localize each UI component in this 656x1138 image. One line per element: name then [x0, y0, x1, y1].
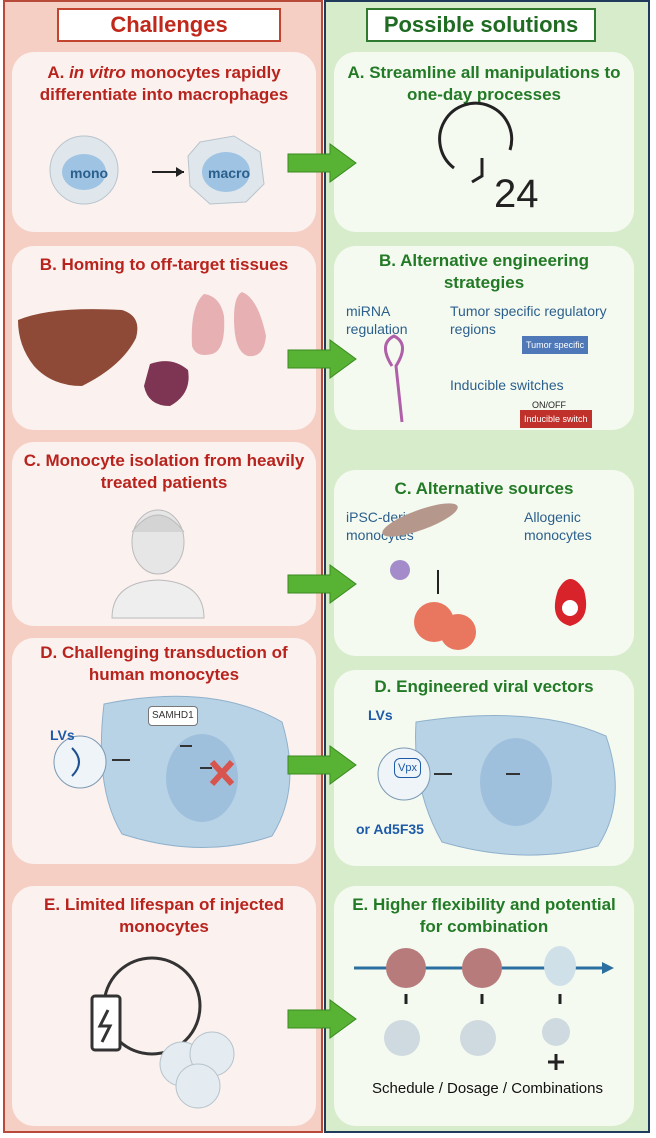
challenge-card-c: C. Monocyte isolation from heavily treat… [12, 442, 316, 626]
challenges-header: Challenges [57, 8, 281, 42]
onoff-label: ON/OFF [532, 400, 566, 410]
challenge-card-b: B. Homing to off-target tissues [12, 246, 316, 430]
organs-illustration [18, 292, 266, 406]
clock-24-icon [438, 101, 514, 184]
challenge-d-title: D. Challenging transduction of human mon… [40, 643, 288, 684]
challenge-b-title: B. Homing to off-target tissues [39, 255, 289, 274]
schedule-dosage-combinations-label: Schedule / Dosage / Combinations [372, 1080, 603, 1097]
challenge-a-title: A. in vitro monocytes rapidly differenti… [39, 63, 289, 104]
solution-card-d: D. Engineered viral vectors Vpx LVs or A… [334, 670, 634, 866]
solution-b-title: B. Alternative engineering strategies [378, 251, 590, 292]
tumor-label: Tumor specific regulatory regions [450, 303, 607, 337]
arrow-e-icon [287, 999, 357, 1039]
lifespan-illustration [90, 956, 235, 1109]
solution-a-title: A. Streamline all manipulations to one-d… [347, 63, 621, 104]
vpx-label: Vpx [394, 758, 421, 778]
solution-card-a: A. Streamline all manipulations to one-d… [334, 52, 634, 232]
challenge-card-a: A. in vitro monocytes rapidly differenti… [12, 52, 316, 232]
mirna-hairpin-icon [384, 334, 404, 423]
solutions-header: Possible solutions [366, 8, 596, 42]
mono-label: mono [70, 165, 109, 181]
arrow-a-icon [287, 143, 357, 183]
challenge-card-e: E. Limited lifespan of injected monocyte… [12, 886, 316, 1126]
tumor-box-label: Tumor specific [522, 336, 589, 354]
arrow-b-icon [287, 339, 357, 379]
solution-c-title: C. Alternative sources [394, 479, 574, 498]
monocyte-to-macrophage-illustration [49, 135, 265, 205]
macro-label: macro [208, 165, 251, 181]
solution-card-b: B. Alternative engineering strategies mi… [334, 246, 634, 430]
patient-illustration [111, 509, 205, 619]
lvs-label-right: LVs [368, 707, 393, 723]
inducible-box-label: Inducible switch [520, 410, 592, 428]
inducible-label: Inducible switches [450, 377, 564, 393]
challenge-e-title: E. Limited lifespan of injected monocyte… [44, 895, 284, 936]
challenge-card-d: D. Challenging transduction of human mon… [12, 638, 316, 864]
engineered-vector-illustration [377, 715, 616, 856]
solution-e-title: E. Higher flexibility and potential for … [352, 895, 616, 936]
challenge-c-title: C. Monocyte isolation from heavily treat… [23, 451, 305, 492]
clock-24-label: 24 [494, 172, 539, 216]
arrow-d-icon [287, 745, 357, 785]
lvs-label: LVs [50, 727, 75, 743]
samhd1-label: SAMHD1 [148, 706, 198, 726]
arrow-c-icon [287, 564, 357, 604]
mirna-label: miRNA regulation [346, 303, 408, 337]
allo-label: Allogenic monocytes [524, 509, 592, 543]
solution-d-title: D. Engineered viral vectors [374, 677, 594, 696]
combination-timeline-illustration [354, 946, 614, 1070]
ad5f35-label: or Ad5F35 [356, 821, 424, 837]
monocyte-transduction-illustration [53, 695, 291, 849]
solution-card-c: C. Alternative sources iPSC-derived mono… [334, 470, 634, 656]
sources-illustration [382, 503, 587, 650]
solution-card-e: E. Higher flexibility and potential for … [334, 886, 634, 1126]
